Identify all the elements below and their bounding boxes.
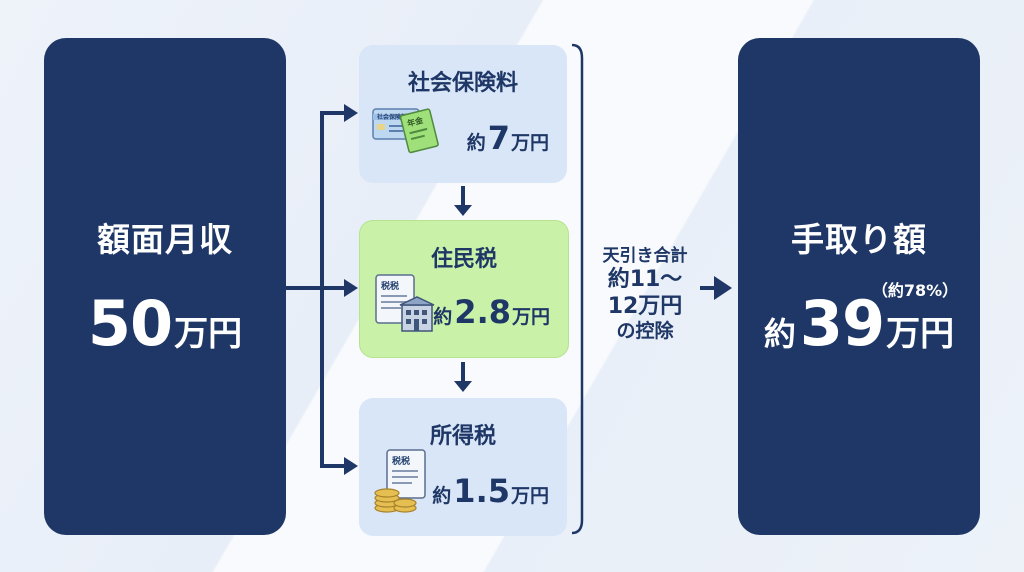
- total-deduction-line3: 12万円: [607, 293, 683, 319]
- net-ratio: （約78%）: [871, 281, 959, 300]
- net-amount-value: 39: [799, 287, 885, 360]
- arrowhead-down-2: [454, 381, 472, 392]
- amount-unit: 万円: [511, 306, 550, 328]
- arrowhead-social: [344, 104, 358, 122]
- icon-doc-label: 税税: [392, 455, 410, 467]
- amount-value: 7: [487, 119, 510, 157]
- icon-doc-label: 税税: [381, 280, 399, 292]
- arrowhead-down-1: [454, 205, 472, 216]
- net-title: 手取り額: [791, 220, 927, 259]
- amount-prefix: 約: [433, 306, 453, 328]
- deduction-amount: 約 2.8 万円: [433, 293, 550, 331]
- arrowhead-resident: [344, 279, 358, 297]
- deduction-amount: 約 7 万円: [467, 119, 549, 157]
- deduction-card-resident-tax: 住民税 税税 約 2.8 万円: [359, 220, 569, 358]
- icon-booklet-label: 年金: [406, 115, 425, 129]
- deduction-name: 社会保険料: [407, 71, 518, 96]
- icon-card-label: 社会保険料: [376, 113, 407, 121]
- bracket: [571, 43, 584, 535]
- gross-amount-unit: 万円: [174, 314, 243, 354]
- amount-prefix: 約: [432, 485, 452, 507]
- total-deduction-label: 天引き合計 約11～ 12万円 の控除: [590, 246, 700, 344]
- gross-amount: 50 万円: [88, 287, 242, 360]
- tax-document-and-coins-icon: 税税: [371, 448, 435, 518]
- arrowhead-net: [714, 276, 732, 300]
- amount-unit: 万円: [510, 485, 549, 507]
- gross-income-panel: 額面月収 50 万円: [44, 38, 286, 535]
- amount-prefix: 約: [466, 132, 486, 154]
- total-deduction-line4: の控除: [616, 320, 674, 343]
- amount-value: 2.8: [454, 293, 511, 331]
- deduction-name: 住民税: [430, 247, 497, 272]
- net-income-panel: 手取り額 約 39 万円 （約78%）: [738, 38, 980, 535]
- gross-title: 額面月収: [97, 220, 233, 259]
- deduction-amount: 約 1.5 万円: [432, 472, 549, 510]
- amount-unit: 万円: [510, 132, 549, 154]
- arrowhead-income: [344, 457, 358, 475]
- amount-value: 1.5: [453, 472, 510, 510]
- tax-document-and-building-icon: 税税: [372, 271, 436, 339]
- insurance-card-and-pension-booklet-icon: 社会保険料 年金: [371, 103, 451, 165]
- deduction-card-income-tax: 所得税 税税 約 1.5 万円: [359, 398, 567, 536]
- deduction-name: 所得税: [429, 424, 496, 449]
- total-deduction-line1: 天引き合計: [602, 246, 688, 266]
- deduction-card-social-insurance: 社会保険料 社会保険料 年金 約 7 万円: [359, 45, 567, 183]
- total-deduction-line2: 約11～: [607, 266, 683, 292]
- net-amount-prefix: 約: [763, 315, 796, 353]
- net-amount-unit: 万円: [886, 314, 955, 354]
- net-amount: 約 39 万円 （約78%）: [763, 281, 958, 360]
- gross-amount-value: 50: [87, 287, 173, 360]
